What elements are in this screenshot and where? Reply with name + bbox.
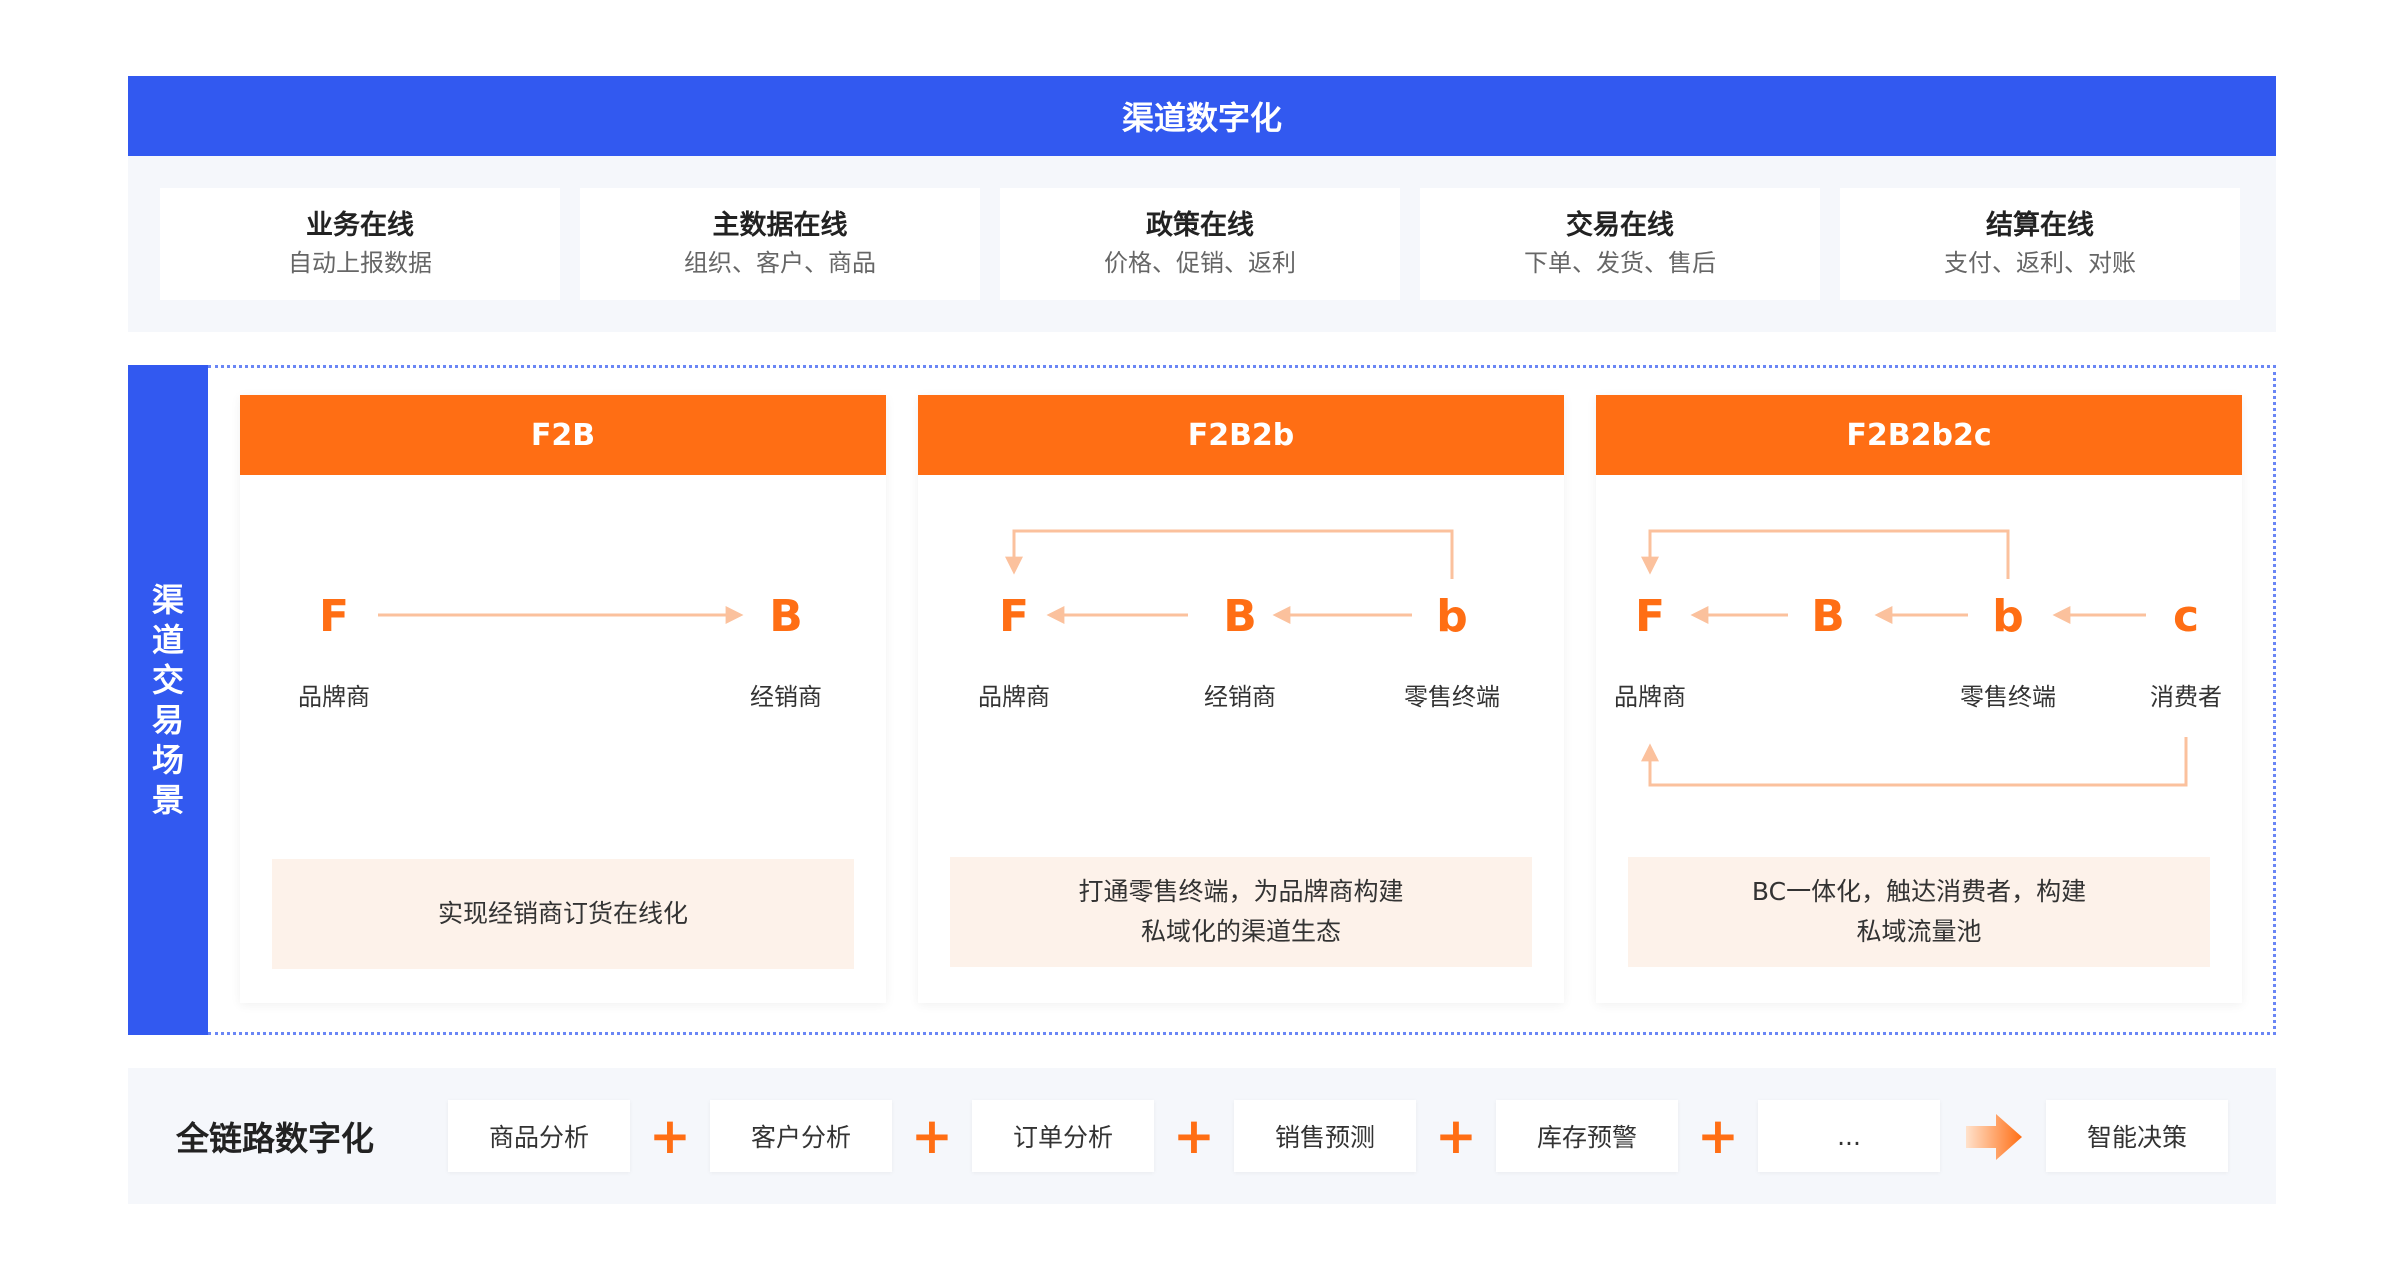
top-title: 渠道数字化 [1121, 99, 1282, 137]
feature-card-master-data: 主数据在线 组织、客户、商品 [580, 188, 980, 300]
description-line: 私域流量池 [1856, 917, 1982, 946]
side-title-char: 景 [151, 781, 184, 819]
side-title-char: 道 [151, 621, 184, 659]
node-label: 消费者 [2150, 683, 2222, 711]
feature-subtitle: 组织、客户、商品 [684, 249, 876, 277]
chip-inventory-alert: 库存预警 [1496, 1100, 1678, 1172]
node-letter: B [1223, 591, 1257, 642]
return-arrow [1641, 737, 2188, 787]
chip-sales-forecast: 销售预测 [1234, 1100, 1416, 1172]
feature-title: 主数据在线 [712, 210, 848, 241]
node-label: 品牌商 [1614, 683, 1686, 711]
chip-customer-analysis: 客户分析 [710, 1100, 892, 1172]
feature-title: 结算在线 [1986, 210, 2094, 241]
scene-title: F2B2b [918, 395, 1564, 475]
plus-icon: + [649, 1107, 691, 1165]
chip-product-analysis: 商品分析 [448, 1100, 630, 1172]
feature-subtitle: 价格、促销、返利 [1104, 249, 1296, 277]
right-arrow-icon [1966, 1114, 2022, 1160]
node-letter: b [1436, 591, 1468, 642]
feature-title: 政策在线 [1146, 210, 1254, 241]
feature-title: 交易在线 [1566, 210, 1674, 241]
feature-card-business: 业务在线 自动上报数据 [160, 188, 560, 300]
node-label: 经销商 [1204, 683, 1276, 711]
side-title-char: 场 [151, 741, 184, 779]
description-line: 实现经销商订货在线化 [437, 899, 688, 928]
plus-icon: + [1435, 1107, 1477, 1165]
flow-diagram-f2b: F B 品牌商 经销商 [298, 591, 822, 711]
scene-card-f2b2b: F2B2b F B b 品牌商 经销商 零售终端 打通零售终端，为品牌商构建 私… [918, 395, 1564, 1003]
scene-card-f2b: F2B F B 品牌商 经销商 实现经销商订货在线化 [240, 395, 886, 1003]
description-line: BC一体化，触达消费者，构建 [1751, 877, 2087, 906]
flow-diagram-f2b2b2c: F B b c 品牌商 零售终端 消费者 [1614, 529, 2222, 787]
plus-icon: + [1173, 1107, 1215, 1165]
node-label: 品牌商 [298, 683, 370, 711]
top-banner: 渠道数字化 [128, 76, 2276, 156]
feature-card-settlement: 结算在线 支付、返利、对账 [1840, 188, 2240, 300]
chip-more: ... [1758, 1100, 1940, 1172]
feature-subtitle: 下单、发货、售后 [1524, 249, 1716, 277]
description-line: 打通零售终端，为品牌商构建 [1078, 877, 1404, 906]
node-letter: F [319, 591, 349, 642]
node-letter: B [1811, 591, 1845, 642]
node-letter: B [769, 591, 803, 642]
feature-title: 业务在线 [306, 210, 414, 241]
node-label: 零售终端 [1960, 683, 2056, 711]
node-letter: F [1635, 591, 1665, 642]
node-label: 品牌商 [978, 683, 1050, 711]
feature-card-policy: 政策在线 价格、促销、返利 [1000, 188, 1400, 300]
node-letter: c [2173, 591, 2199, 642]
side-title-char: 易 [151, 701, 184, 739]
flow-diagram-f2b2b: F B b 品牌商 经销商 零售终端 [978, 529, 1500, 711]
loop-arrow [1641, 529, 2010, 579]
loop-arrow [1005, 529, 1454, 579]
side-banner: 渠 道 交 易 场 景 [128, 365, 208, 1035]
scene-description: 打通零售终端，为品牌商构建 私域化的渠道生态 [950, 857, 1532, 967]
side-title-char: 渠 [151, 581, 184, 619]
plus-icon: + [911, 1107, 953, 1165]
chip-smart-decision: 智能决策 [2046, 1100, 2228, 1172]
node-letter: F [999, 591, 1029, 642]
node-label: 零售终端 [1404, 683, 1500, 711]
scene-title: F2B [240, 395, 886, 475]
feature-subtitle: 自动上报数据 [288, 249, 432, 277]
node-letter: b [1992, 591, 2024, 642]
scene-description: 实现经销商订货在线化 [272, 859, 854, 969]
bottom-title: 全链路数字化 [176, 1119, 374, 1158]
scene-card-f2b2b2c: F2B2b2c F B b c 品牌商 零售终端 消费者 BC一体化，触达消费者… [1596, 395, 2242, 1003]
scene-frame [208, 365, 2276, 1035]
feature-card-trade: 交易在线 下单、发货、售后 [1420, 188, 1820, 300]
chip-order-analysis: 订单分析 [972, 1100, 1154, 1172]
scene-description: BC一体化，触达消费者，构建 私域流量池 [1628, 857, 2210, 967]
plus-icon: + [1697, 1107, 1739, 1165]
node-label: 经销商 [750, 683, 822, 711]
side-title-char: 交 [151, 661, 184, 699]
description-line: 私域化的渠道生态 [1140, 917, 1341, 946]
feature-subtitle: 支付、返利、对账 [1944, 249, 2136, 277]
scene-title: F2B2b2c [1596, 395, 2242, 475]
